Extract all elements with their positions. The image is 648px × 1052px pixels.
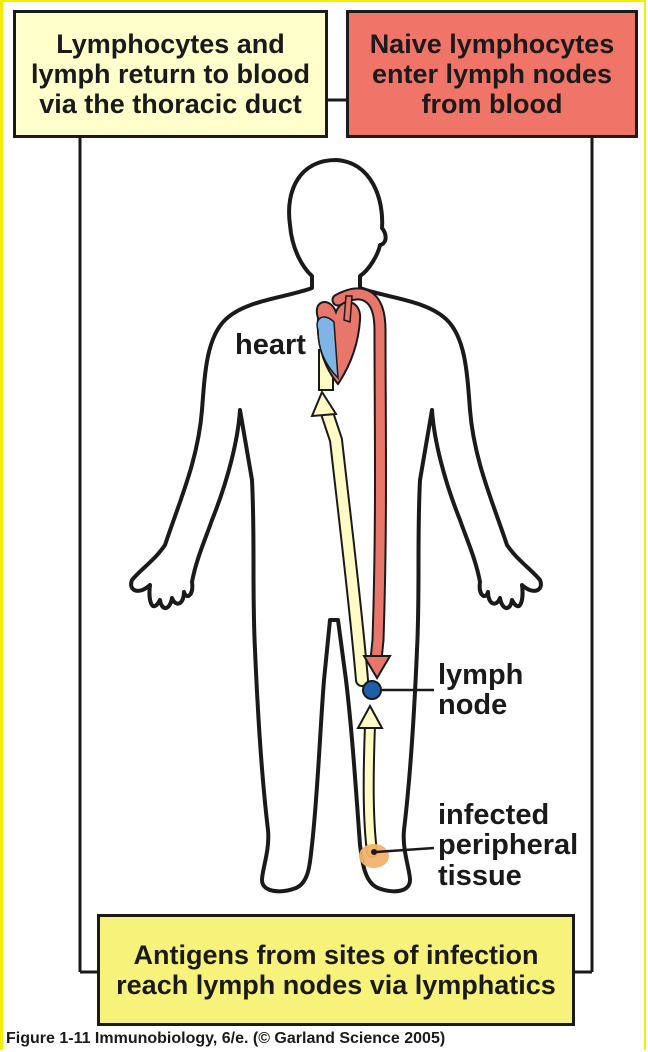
naive-lymphocytes-box: Naive lymphocytes enter lymph nodes from… xyxy=(346,10,638,138)
thoracic-duct-box: Lymphocytes and lymph return to blood vi… xyxy=(13,10,328,138)
infected-tissue-label: infected peripheral tissue xyxy=(438,800,578,891)
antigens-box: Antigens from sites of infection reach l… xyxy=(97,914,575,1026)
body-outline xyxy=(131,160,541,891)
figure-caption: Figure 1-11 Immunobiology, 6/e. (© Garla… xyxy=(6,1030,445,1048)
lymph-node-label: lymph node xyxy=(438,660,523,721)
heart-label: heart xyxy=(235,330,306,360)
